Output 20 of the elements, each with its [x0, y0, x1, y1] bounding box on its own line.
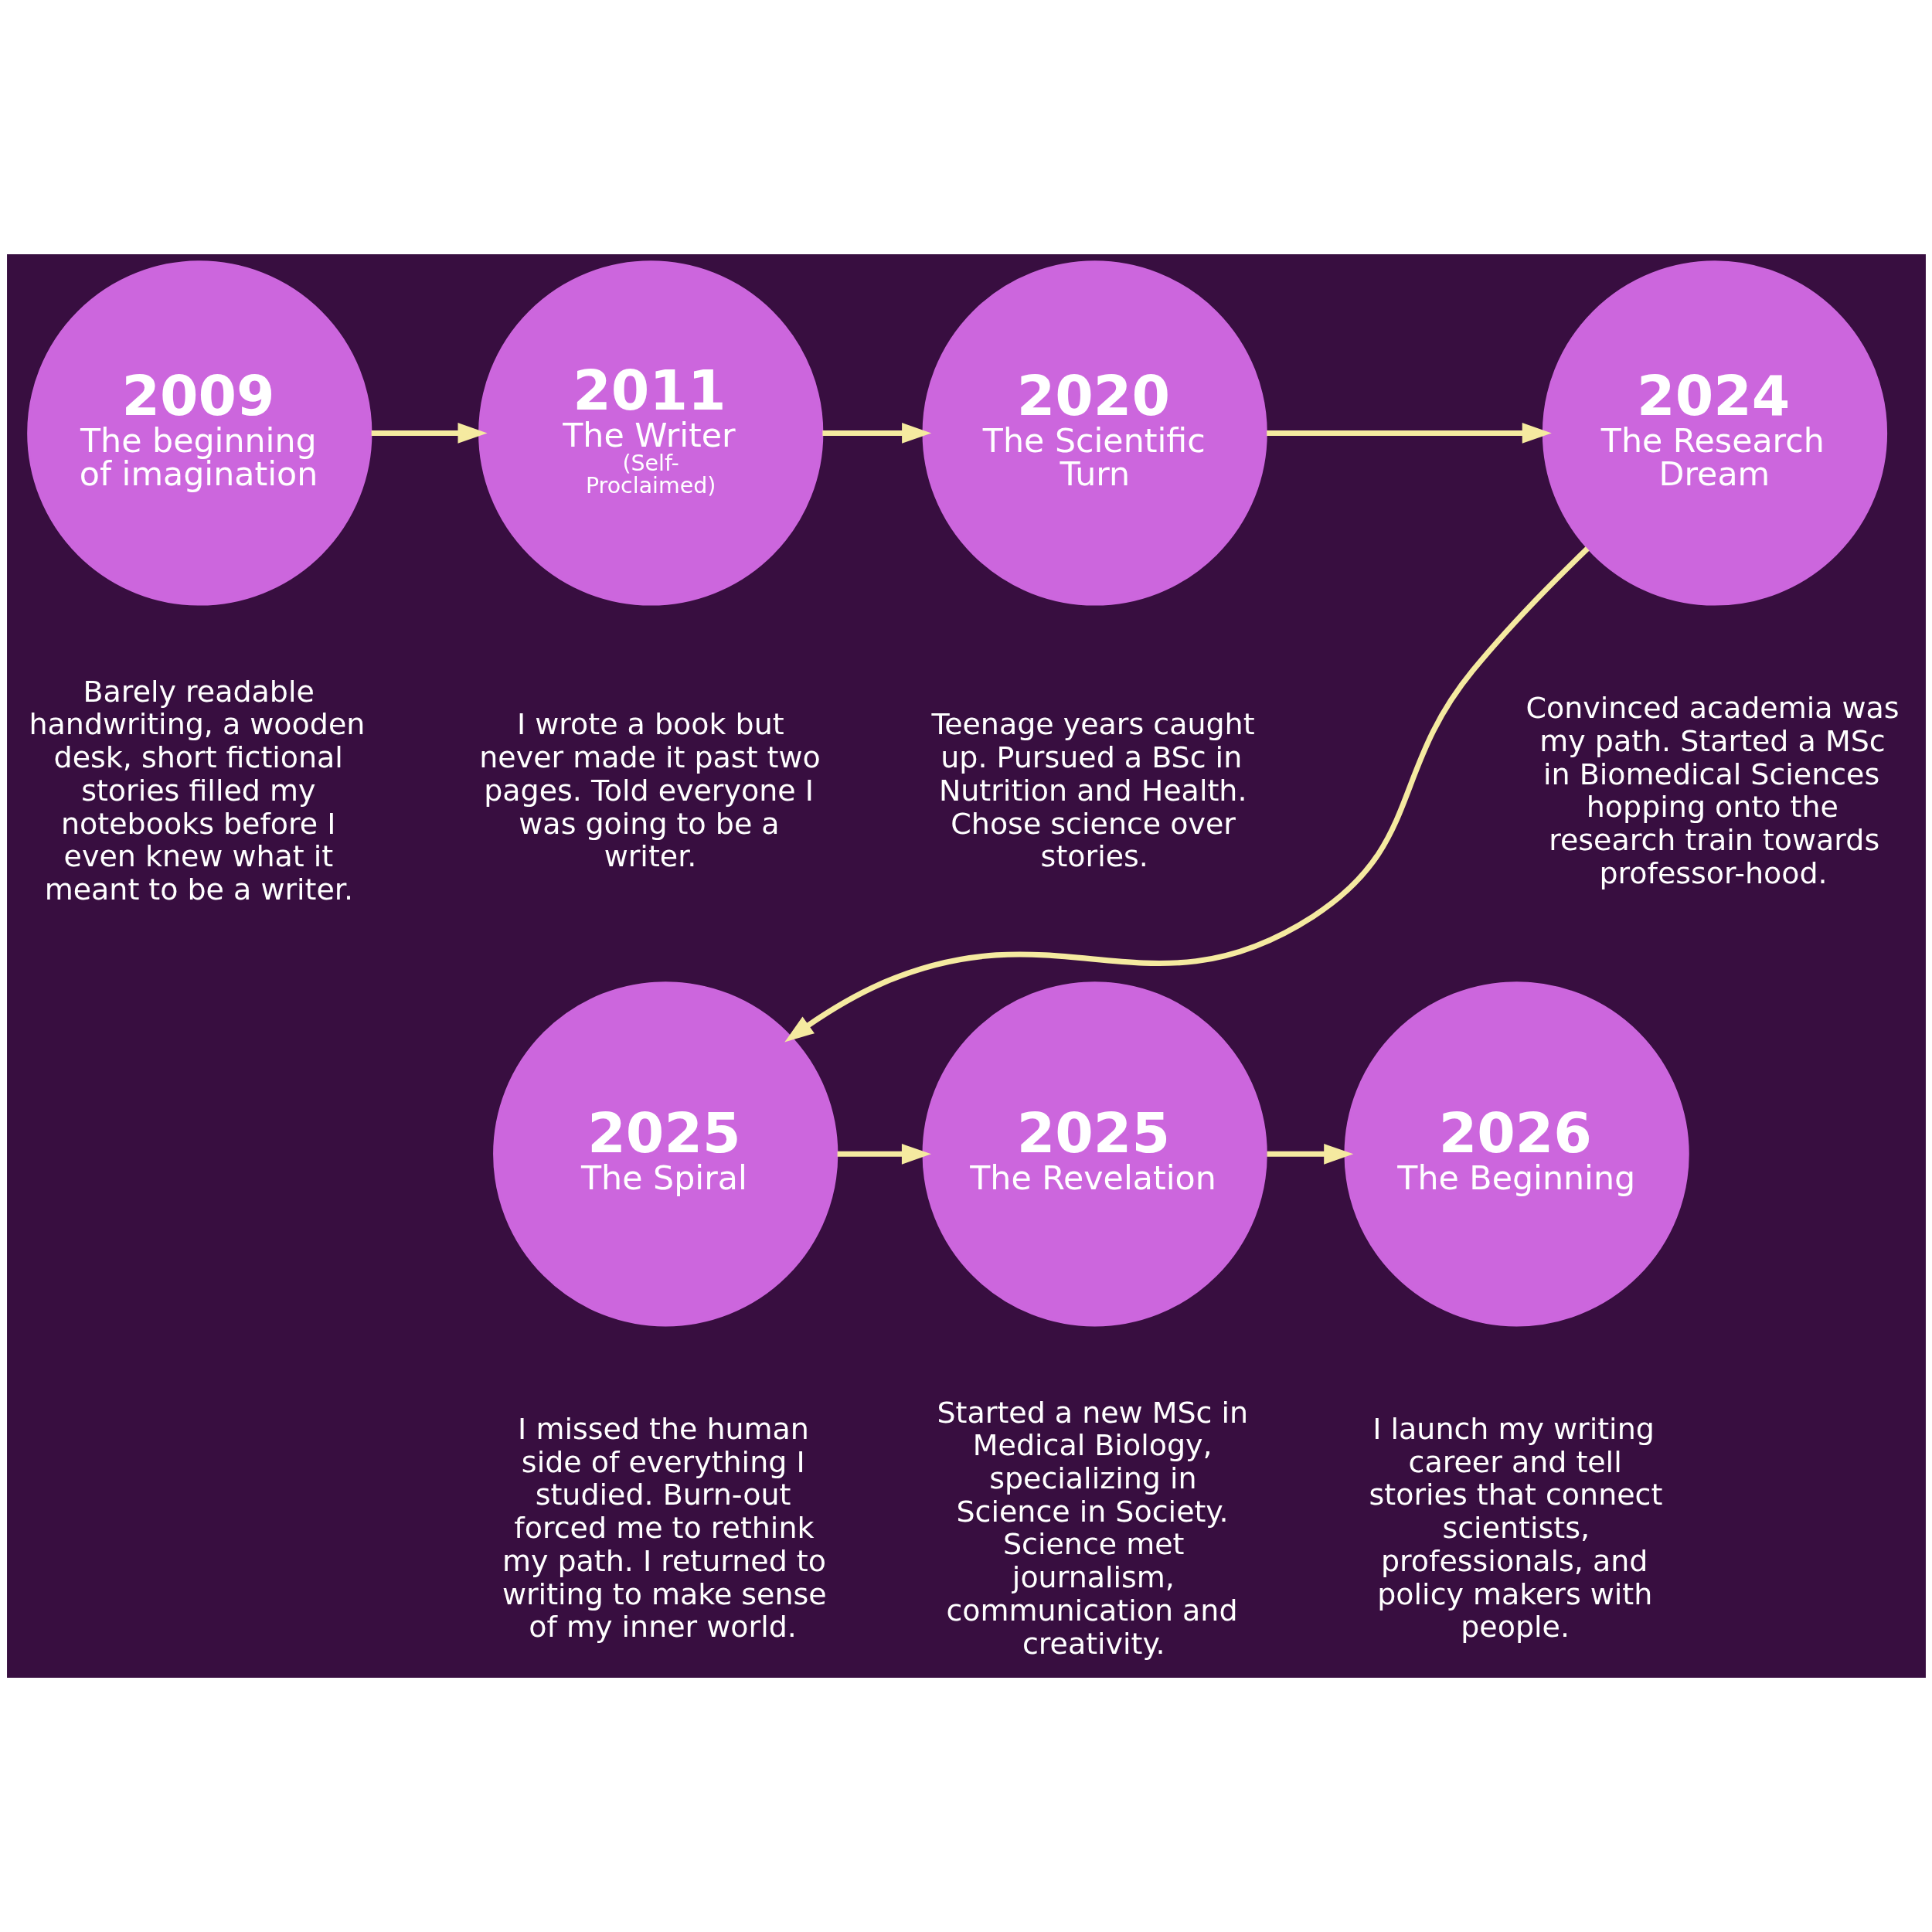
arrow — [1267, 1144, 1353, 1165]
node-label: Teenage years caught up. Pursued a BSc in Nutrition and Health. Chose science over stories. — [930, 707, 1255, 874]
node-label: I missed the human side of everything I studied. Burn-out forced me to rethink my path. I returned to writing to make sense of my inner world. — [502, 1411, 827, 1645]
node-label: Started a new MSc in Medical Biology, specializing in Science in Society. Science met journalism, communication and creativity. — [937, 1395, 1248, 1661]
arrow — [371, 423, 488, 444]
arrow — [837, 1144, 931, 1165]
arrow — [784, 546, 1590, 1043]
node-label: I launch my writing career and tell stories that connect scientists, professionals, and policy makers with people. — [1369, 1411, 1662, 1645]
node-label: I wrote a book but never made it past two pages. Told everyone I was going to be a writer. — [478, 707, 821, 874]
node-circle: 2026 The Beginning — [1344, 981, 1689, 1327]
node-circle: 2025 The Revelation — [922, 981, 1267, 1327]
node-circle: 2024 The Research Dream — [1542, 260, 1887, 606]
node-label: Barely readable handwriting, a wooden desk, short fictional stories filled my notebooks before I even knew what it meant to be a writer. — [29, 674, 365, 907]
arrow — [821, 423, 931, 444]
node-circle: 2011 The Writer (Self-Proclaimed) — [478, 260, 823, 606]
node-circle: 2009 The beginning of imagination — [26, 260, 372, 606]
node-label: Convinced academia was my path. Started a MSc in Biomedical Sciences hopping onto the research train towards professor-hood. — [1525, 691, 1900, 890]
node-circle: 2025 The Spiral — [492, 981, 838, 1327]
arrow — [1266, 423, 1552, 444]
node-circle: 2020 The Scientific Turn — [922, 260, 1267, 606]
